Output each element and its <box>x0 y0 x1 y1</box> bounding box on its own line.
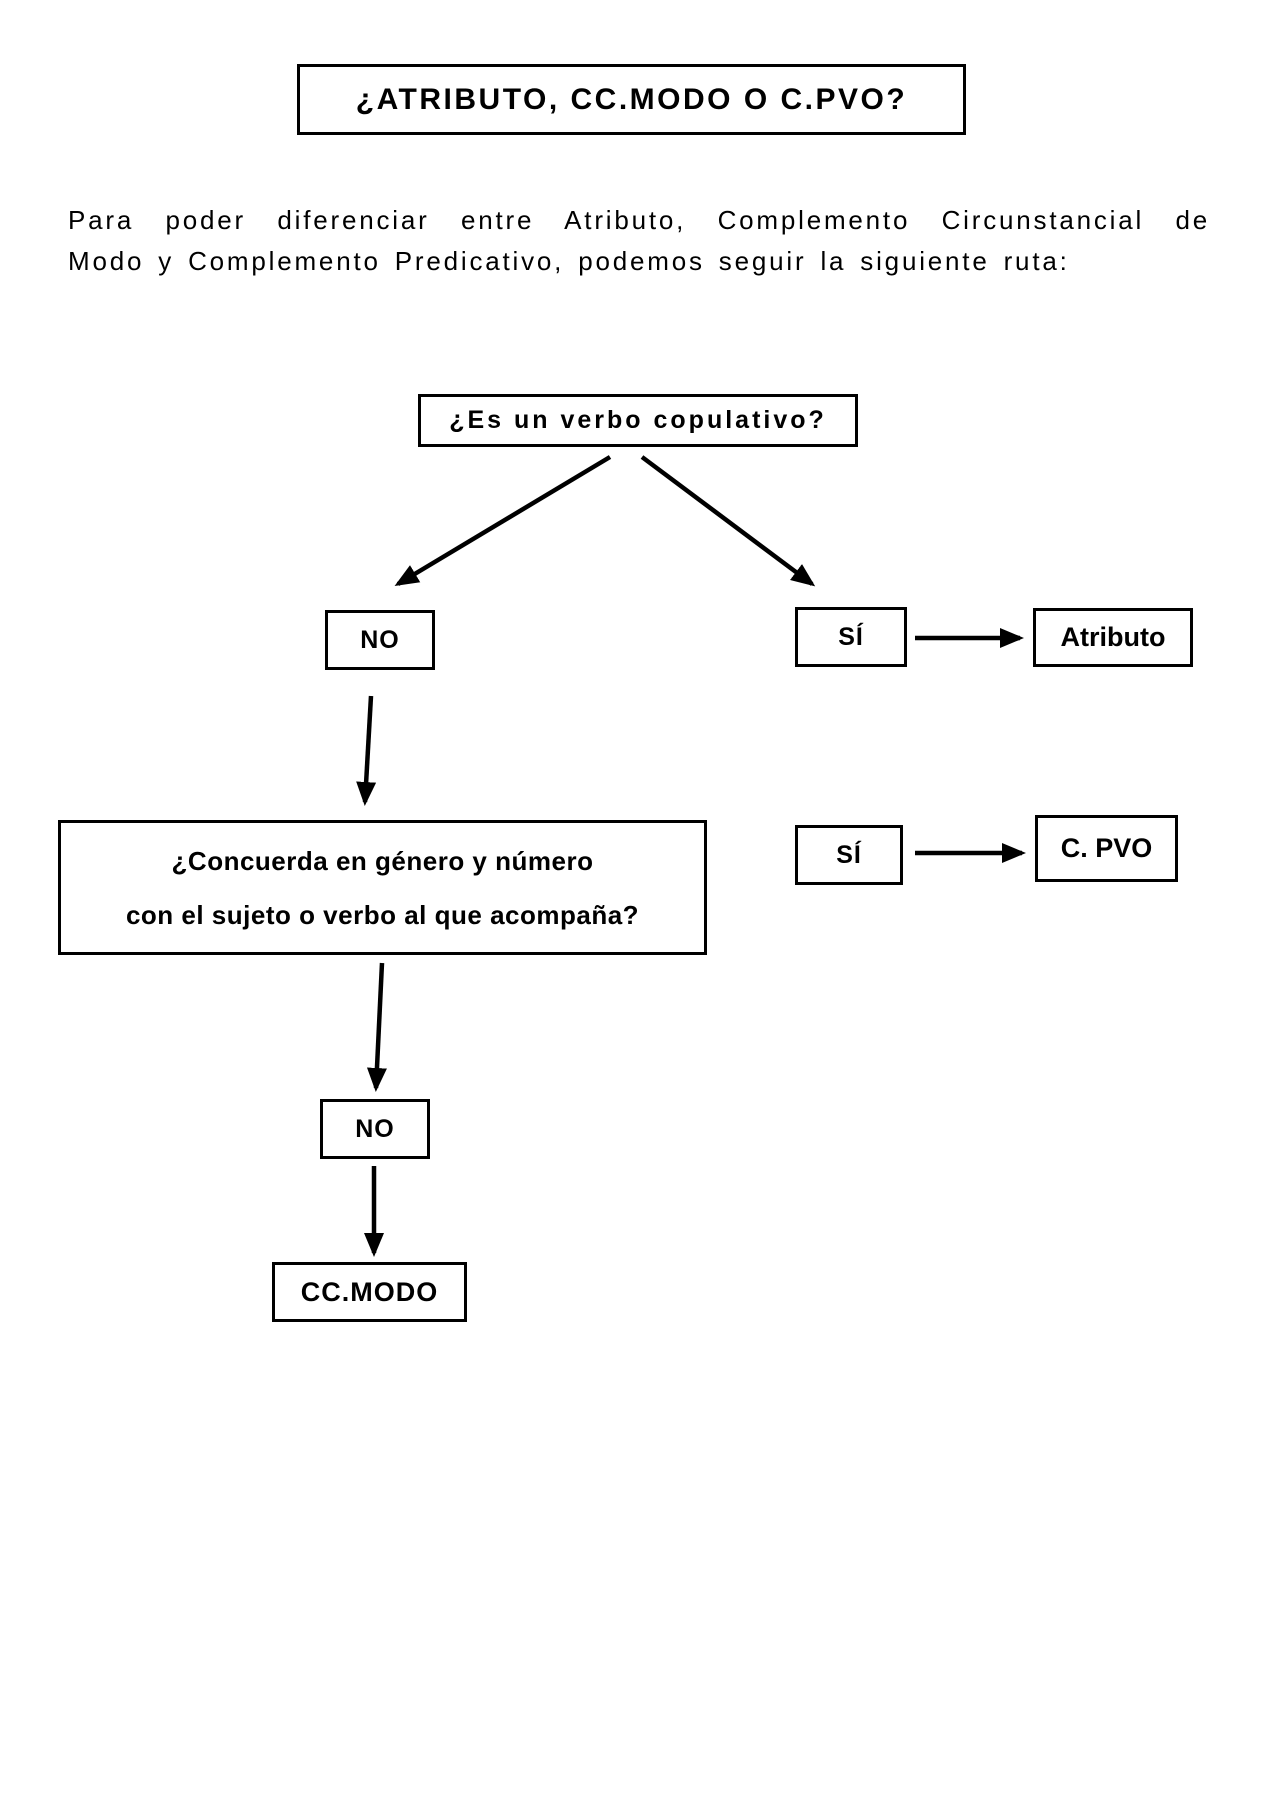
branch-si2-box: SÍ <box>795 825 903 885</box>
question2-line-2: con el sujeto o verbo al que acompaña? <box>125 899 640 930</box>
branch-si1-box: SÍ <box>795 607 907 667</box>
arrow-no-to-question2 <box>356 695 377 806</box>
branch-no2-box: NO <box>320 1099 430 1159</box>
question2-box: ¿Concuerda en género y número con el suj… <box>58 820 707 955</box>
arrow-question2-to-no2 <box>366 962 387 1092</box>
result-ccmodo-box: CC.MODO <box>272 1262 467 1322</box>
question1-label: ¿Es un verbo copulativo? <box>449 406 827 434</box>
question2-line-1: ¿Concuerda en género y número <box>171 845 594 876</box>
intro-paragraph: Para poder diferenciar entre Atributo, C… <box>68 200 1210 282</box>
branch-no1-label: NO <box>360 625 400 654</box>
result-cpvo-box: C. PVO <box>1035 815 1178 882</box>
result-cpvo-label: C. PVO <box>1060 833 1153 863</box>
result-atributo-label: Atributo <box>1060 622 1166 652</box>
branch-si2-label: SÍ <box>836 840 862 869</box>
result-ccmodo-label: CC.MODO <box>300 1276 439 1307</box>
intro-line-1: Para poder diferenciar entre Atributo, C… <box>68 205 1210 235</box>
branch-no1-box: NO <box>325 610 435 670</box>
branch-si1-label: SÍ <box>838 622 864 651</box>
arrow-question1-to-si <box>640 455 816 587</box>
intro-line-2: Modo y Complemento Predicativo, podemos … <box>68 246 1070 276</box>
page-title: ¿ATRIBUTO, CC.MODO O C.PVO? <box>355 82 908 116</box>
branch-no2-label: NO <box>355 1114 395 1143</box>
title-box: ¿ATRIBUTO, CC.MODO O C.PVO? <box>297 64 966 135</box>
question1-box: ¿Es un verbo copulativo? <box>418 394 858 447</box>
result-atributo-box: Atributo <box>1033 608 1193 667</box>
arrow-question1-to-no <box>394 455 612 587</box>
